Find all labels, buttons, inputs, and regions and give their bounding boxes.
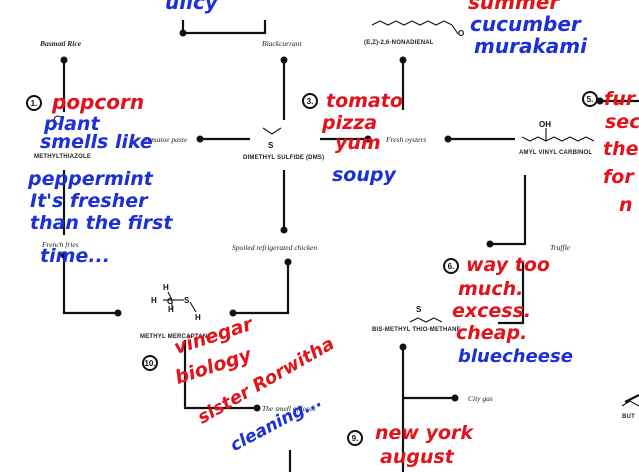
label-smell-of-feces: The smell of feces — [262, 404, 316, 413]
label-truffle: Truffle — [550, 243, 571, 252]
number-marker-10: 10. — [142, 355, 158, 371]
connector-amyl-truffle — [490, 175, 527, 246]
label-fresh-oysters: Fresh oysters — [386, 135, 427, 144]
note-top-red: summer — [468, 0, 560, 14]
bis-structure — [409, 317, 443, 323]
connector-butyl — [624, 394, 639, 403]
note-1-time: time... — [40, 245, 110, 267]
note-5-line5: n — [619, 194, 633, 216]
note-9-august: august — [380, 446, 454, 468]
note-3-tomato: tomato — [326, 90, 403, 112]
label-amyl-vinyl-carbinol: AMYL VINYL CARBINOL — [519, 150, 593, 156]
nonadienal-oxygen: O — [458, 29, 465, 38]
label-butyl: BUT — [622, 414, 635, 420]
bis-sulfur: S — [416, 305, 422, 314]
connector-chicken-mercaptan — [233, 262, 290, 315]
label-methylthiazole: METHYLTHIAZOLE — [34, 154, 92, 160]
label-french-fries: French fries — [42, 240, 79, 249]
note-5-line3: the — [603, 138, 639, 160]
label-blackcurrant: Blackcurrant — [262, 39, 302, 48]
label-nonadienal: (E,Z)-2,6-NONADIENAL — [364, 40, 434, 46]
note-3-yum: yum — [335, 132, 381, 154]
nonadienal-structure — [371, 20, 453, 26]
note-6-cheap: cheap. — [456, 322, 528, 344]
note-6-excess: excess. — [452, 300, 532, 322]
label-dms: DIMETHYL SULFIDE (DMS) — [243, 155, 325, 161]
dms-sulfur: S — [268, 141, 274, 150]
connector-mercaptan-feces — [183, 340, 257, 410]
label-basmati-rice: Basmati Rice — [40, 39, 82, 48]
label-city-gas: City gas — [468, 394, 493, 403]
note-top-left-blue: ulicy — [165, 0, 218, 14]
note-1-popcorn: popcorn — [52, 90, 145, 114]
amyl-structure — [521, 136, 595, 142]
note-1-peppermint: peppermint — [28, 168, 153, 190]
label-spoiled-chicken: Spoiled refrigerated chicken — [232, 243, 318, 252]
note-5-line1: fur — [604, 88, 636, 110]
mercaptan-carbon: C — [167, 297, 173, 306]
mercaptan-h-left: H — [151, 296, 157, 305]
note-cucumber: cucumber — [470, 12, 581, 36]
label-methyl-mercaptan: METHYL MERCAPTAN — [140, 334, 208, 340]
connector-top-left — [181, 20, 267, 35]
mercaptan-h-top: H — [163, 283, 169, 292]
note-murakami: murakami — [474, 34, 587, 58]
number-marker-6: 6. — [443, 258, 459, 274]
mercaptan-sulfur: S — [184, 296, 190, 305]
note-1-fresher: It's fresher — [30, 190, 148, 212]
note-5-line4: for — [603, 166, 634, 188]
note-6-way-too: way too — [466, 254, 550, 276]
note-3-soupy: soupy — [332, 164, 396, 186]
mercaptan-h-right: H — [195, 313, 201, 322]
amyl-oh: OH — [539, 120, 551, 129]
note-5-line2: sec — [605, 111, 639, 133]
note-6-much: much. — [458, 278, 524, 300]
note-6-bluecheese: bluecheese — [458, 346, 573, 367]
connector-truffle-bis — [498, 262, 525, 325]
label-bis-methyl: BIS-METHYL THIO-METHANE — [372, 327, 461, 333]
note-1-smells-like: smells like — [40, 131, 153, 153]
note-9-new-york: new york — [375, 422, 474, 444]
number-marker-1: 1. — [26, 95, 42, 111]
number-marker-9: 9. — [347, 430, 363, 446]
number-marker-3: 3. — [302, 93, 318, 109]
label-tomatoe-paste: Tomatoe paste — [144, 135, 188, 144]
mercaptan-h-bottom: H — [168, 305, 174, 314]
note-1-first: than the first — [30, 212, 173, 234]
dms-structure — [262, 127, 282, 135]
connector-fries-mercaptan — [62, 255, 118, 315]
note-3-pizza: pizza — [322, 112, 378, 134]
note-1-plant: plant — [44, 113, 100, 135]
number-marker-5: 5. — [582, 91, 598, 107]
